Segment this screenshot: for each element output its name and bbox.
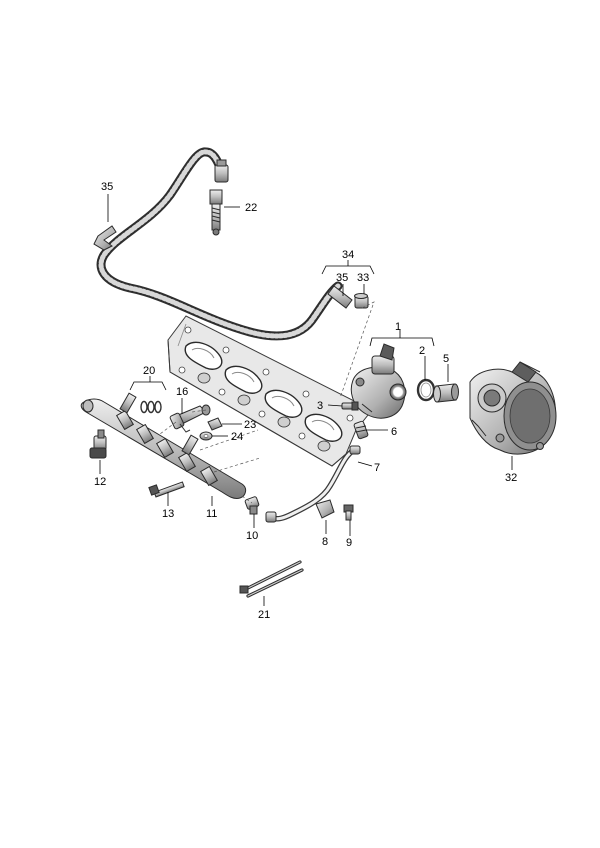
part-5-tappet bbox=[433, 383, 459, 403]
fuel-hose-braided bbox=[96, 147, 343, 341]
callout-33: 33 bbox=[357, 272, 369, 284]
callout-12: 12 bbox=[94, 476, 106, 488]
part-9-bolt bbox=[343, 504, 354, 521]
part-2-o-ring bbox=[416, 378, 436, 402]
callout-8: 8 bbox=[322, 536, 328, 548]
part-23-nut bbox=[207, 417, 223, 431]
plate-bolt-holes bbox=[178, 326, 354, 440]
callout-24: 24 bbox=[231, 431, 243, 443]
intake-port-3 bbox=[264, 389, 303, 418]
callout-35-group: 35 bbox=[336, 272, 348, 284]
part-35-clip bbox=[93, 225, 117, 251]
intake-port-4 bbox=[304, 413, 343, 442]
callout-34: 34 bbox=[342, 249, 354, 261]
callout-leaders bbox=[99, 194, 513, 606]
part-6-union bbox=[353, 420, 369, 440]
callout-13: 13 bbox=[162, 508, 174, 520]
part-10-fitting bbox=[244, 496, 260, 515]
callout-3: 3 bbox=[317, 400, 323, 412]
callout-22: 22 bbox=[245, 202, 257, 214]
part-32-vacuum-pump bbox=[469, 361, 557, 455]
part-16-injector bbox=[169, 404, 211, 433]
callout-5: 5 bbox=[443, 353, 449, 365]
cylinder-head-plate bbox=[167, 315, 373, 467]
callout-20: 20 bbox=[143, 365, 155, 377]
part-20-seal-rings bbox=[140, 400, 162, 414]
callout-32: 32 bbox=[505, 472, 517, 484]
callout-7: 7 bbox=[374, 462, 380, 474]
part-24-washer bbox=[199, 431, 213, 441]
intake-port-1 bbox=[184, 341, 223, 370]
injector-bosses bbox=[197, 372, 331, 452]
callout-9: 9 bbox=[346, 537, 352, 549]
callout-16: 16 bbox=[176, 386, 188, 398]
assembly-guide-lines bbox=[159, 301, 375, 504]
part-33-cap bbox=[354, 293, 369, 309]
part-12-pressure-sensor bbox=[89, 429, 107, 459]
part-13-bolt bbox=[148, 481, 185, 498]
callout-11: 11 bbox=[206, 508, 217, 520]
part-3-bolt bbox=[341, 401, 359, 411]
part-11-fuel-rail bbox=[80, 392, 247, 499]
callout-1: 1 bbox=[395, 321, 401, 333]
callout-23: 23 bbox=[244, 419, 256, 431]
callout-10: 10 bbox=[246, 530, 258, 542]
part-7-fuel-pipe bbox=[265, 445, 361, 523]
callout-6: 6 bbox=[391, 426, 397, 438]
part-1-high-pressure-pump bbox=[350, 343, 407, 419]
hose-end-connector bbox=[327, 285, 353, 309]
part-8-bracket bbox=[315, 499, 335, 519]
callout-2: 2 bbox=[419, 345, 425, 357]
hose-end-fitting bbox=[214, 159, 229, 183]
part-22-sensor bbox=[209, 189, 223, 236]
part-21-cable-ties bbox=[239, 560, 304, 598]
intake-port-2 bbox=[224, 365, 263, 394]
callout-35-top: 35 bbox=[101, 181, 113, 193]
callout-numbers: 1 2 3 5 6 7 8 9 10 11 12 13 16 20 21 22 … bbox=[94, 181, 517, 621]
callout-21: 21 bbox=[258, 609, 270, 621]
